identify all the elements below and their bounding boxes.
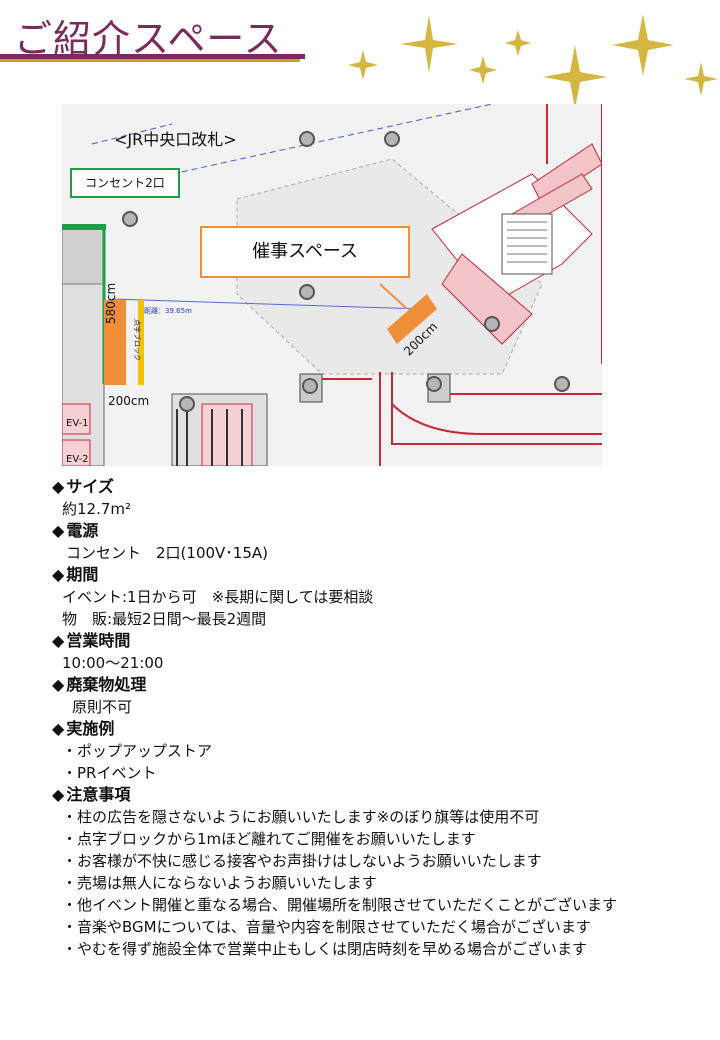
star-icon [348,50,378,80]
period-sales: 物 販:最短2日間～最長2週間 [62,610,267,628]
diamond-icon: ◆ [52,477,65,496]
section-heading-period: ◆期間 [52,565,99,584]
dimension-horizontal: 200cm [108,394,150,408]
note-item: ・他イベント開催と重なる場合、開催場所を制限させていただくことがございます [62,896,618,914]
section-heading-size: ◆サイズ [52,477,114,496]
distance-label: 距離：39.65m [144,307,192,315]
diamond-icon: ◆ [52,675,65,694]
example-item: ・PRイベント [62,764,157,782]
note-item: ・点字ブロックから1mほど離れてご開催をお願いいたします [62,830,476,848]
section-heading-power: ◆電源 [52,521,99,540]
section-heading-examples: ◆実施例 [52,719,115,738]
star-icon [684,62,718,96]
note-item: ・音楽やBGMについては、音量や内容を制限させていただく場合がございます [62,918,591,936]
floor-plan-drawing [62,104,602,466]
example-item: ・ポップアップストア [62,742,213,760]
size-value: 約12.7m² [62,500,132,518]
section-heading-hours: ◆営業時間 [52,631,131,650]
note-item: ・売場は無人にならないようお願いいたします [62,874,377,892]
title-underline [0,54,305,59]
gate-label: <JR中央口改札> [114,130,237,149]
page-title: ご紹介スペース [14,17,283,61]
note-item: ・お客様が不快に感じる接客やお声掛けはしないようお願いいたします [62,852,542,870]
diamond-icon: ◆ [52,719,65,738]
star-icon [505,30,531,56]
note-item: ・柱の広告を隠さないようにお願いいたします※のぼり旗等は使用不可 [62,808,540,826]
hours-value: 10:00～21:00 [62,654,164,672]
elevator-2-label: EV-2 [66,454,89,465]
outlet-callout: コンセント2口 [70,168,180,198]
waste-value: 原則不可 [72,698,133,716]
section-heading-waste: ◆廃棄物処理 [52,675,147,694]
diamond-icon: ◆ [52,631,65,650]
diamond-icon: ◆ [52,521,65,540]
star-icon [612,14,674,76]
note-item: ・やむを得ず施設全体で営業中止もしくは閉店時刻を早める場合がございます [62,940,588,958]
section-heading-notes: ◆注意事項 [52,785,131,804]
star-icon [469,56,497,84]
star-icon [400,15,458,73]
period-event: イベント:1日から可 ※長期に関しては要相談 [62,588,374,606]
dimension-vertical: 580cm [104,282,118,324]
event-space-callout: 催事スペース [200,226,410,278]
star-icon [543,45,607,109]
details: ◆サイズ 約12.7m² ◆電源 コンセント 2口(100V･15A) ◆期間 … [52,476,712,960]
diamond-icon: ◆ [52,785,65,804]
title-underline-gold [0,59,300,62]
sparkle-decoration [348,14,718,109]
elevator-1-label: EV-1 [66,418,89,429]
diamond-icon: ◆ [52,565,65,584]
power-value: コンセント 2口(100V･15A) [66,544,268,562]
tenji-block-label: 点字ブロック [133,319,141,361]
floor-map: <JR中央口改札> コンセント2口 催事スペース 580cm 200cm 200… [62,104,602,466]
